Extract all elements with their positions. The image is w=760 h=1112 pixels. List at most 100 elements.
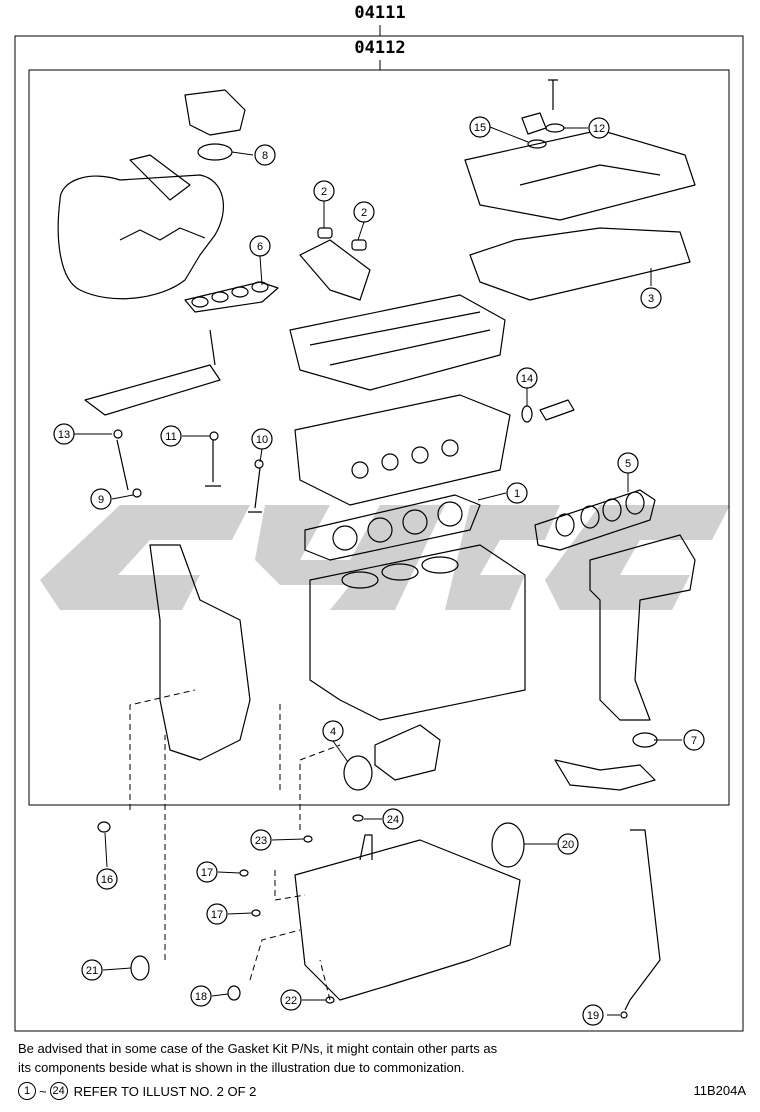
- callout-2: 2: [353, 201, 375, 223]
- callout-circle: [251, 428, 273, 450]
- intake-manifold: [57, 174, 224, 300]
- callout-1: 1: [506, 482, 528, 504]
- callout-number: 3: [648, 293, 654, 305]
- dashed-leaders: [129, 689, 341, 1001]
- head-cover-gasket: [469, 227, 691, 301]
- callout-numbers: 1223456789101112131415161717181920212223…: [53, 116, 705, 1026]
- callout-number: 22: [285, 995, 297, 1007]
- callout-4: 4: [322, 720, 344, 742]
- callout-number: 20: [562, 839, 574, 851]
- exhaust-valve: [248, 467, 262, 513]
- callout-number: 10: [256, 434, 268, 446]
- outer-kit-number: 04111: [354, 3, 406, 23]
- callout-5: 5: [617, 452, 639, 474]
- inner-kit-number: 04112: [354, 38, 406, 58]
- callout-number: 12: [593, 123, 605, 135]
- ref-text: REFER TO ILLUST NO. 2 OF 2: [73, 1083, 257, 1099]
- callout-circle: [557, 833, 579, 855]
- callout-circle: [353, 201, 375, 223]
- timing-cover: [149, 544, 251, 761]
- callout-17: 17: [206, 903, 228, 925]
- ref-separator: ~: [39, 1083, 47, 1099]
- callout-number: 14: [521, 373, 533, 385]
- callout-circle: [322, 720, 344, 742]
- callout-number: 13: [58, 429, 70, 441]
- callout-19: 19: [582, 1004, 604, 1026]
- callout-circle: [506, 482, 528, 504]
- cylinder-block: [309, 544, 526, 721]
- callout-circle: [254, 144, 276, 166]
- callout-circle: [582, 1004, 604, 1026]
- callout-7: 7: [683, 729, 705, 751]
- callout-21: 21: [81, 959, 103, 981]
- callout-circle: [280, 989, 302, 1011]
- fuel-rail: [84, 364, 221, 416]
- callout-6: 6: [249, 235, 271, 257]
- ref-from-number: 1: [18, 1082, 36, 1100]
- callout-16: 16: [96, 868, 118, 890]
- callout-12: 12: [588, 117, 610, 139]
- callout-circle: [190, 985, 212, 1007]
- callout-9: 9: [90, 488, 112, 510]
- callout-circle: [250, 829, 272, 851]
- callout-number: 4: [330, 726, 336, 738]
- callout-circle: [96, 868, 118, 890]
- o-ring: [197, 143, 233, 161]
- callout-number: 15: [474, 122, 486, 134]
- watermark-logo: [40, 505, 730, 610]
- callout-circle: [206, 903, 228, 925]
- callout-leaders: [74, 126, 682, 1016]
- callout-number: 11: [165, 431, 176, 443]
- part-drawings: [57, 79, 696, 1019]
- callout-circle: [53, 423, 75, 445]
- diagram-code: 11B204A: [693, 1083, 746, 1098]
- oil-dipstick: [624, 829, 661, 1011]
- callout-13: 13: [53, 423, 75, 445]
- callout-24: 24: [382, 808, 404, 830]
- head-gasket: [304, 494, 481, 561]
- callout-circle: [469, 116, 491, 138]
- intake-valve: [205, 440, 221, 487]
- callout-number: 9: [98, 494, 104, 506]
- callout-circle: [160, 425, 182, 447]
- exhaust-pipe: [554, 759, 656, 791]
- callout-number: 17: [211, 909, 223, 921]
- oil-seal: [343, 755, 373, 791]
- callout-number: 23: [255, 835, 267, 847]
- throttle-body: [184, 89, 246, 136]
- oil-filler-cap: [521, 112, 547, 135]
- callout-8: 8: [254, 144, 276, 166]
- callout-number: 6: [257, 241, 263, 253]
- advisory-note-line-2: its components beside what is shown in t…: [18, 1060, 465, 1075]
- callout-number: 5: [625, 458, 631, 470]
- callout-number: 7: [691, 735, 697, 747]
- inner-kit-frame: [28, 69, 730, 806]
- callout-circle: [516, 367, 538, 389]
- reference-note: 1 ~ 24 REFER TO ILLUST NO. 2 OF 2: [18, 1082, 256, 1100]
- exhaust-manifold: [589, 534, 696, 721]
- callout-number: 18: [195, 991, 207, 1003]
- intake-gasket: [184, 281, 279, 313]
- callout-number: 24: [387, 814, 399, 826]
- cylinder-head: [294, 394, 511, 506]
- callout-10: 10: [251, 428, 273, 450]
- callout-number: 2: [321, 186, 327, 198]
- callout-23: 23: [250, 829, 272, 851]
- callout-circle: [313, 180, 335, 202]
- callout-circle: [382, 808, 404, 830]
- callout-11: 11: [160, 425, 182, 447]
- callout-number: 2: [361, 207, 367, 219]
- callout-number: 19: [587, 1010, 599, 1022]
- callout-circle: [640, 287, 662, 309]
- camshaft-housing: [289, 294, 506, 391]
- callout-20: 20: [557, 833, 579, 855]
- rear-oil-seal: [491, 822, 525, 868]
- callout-22: 22: [280, 989, 302, 1011]
- callout-number: 21: [86, 965, 98, 977]
- callout-circle: [617, 452, 639, 474]
- callout-circle: [81, 959, 103, 981]
- oil-pan: [294, 839, 521, 1001]
- callout-15: 15: [469, 116, 491, 138]
- kit-frames: [14, 25, 744, 1032]
